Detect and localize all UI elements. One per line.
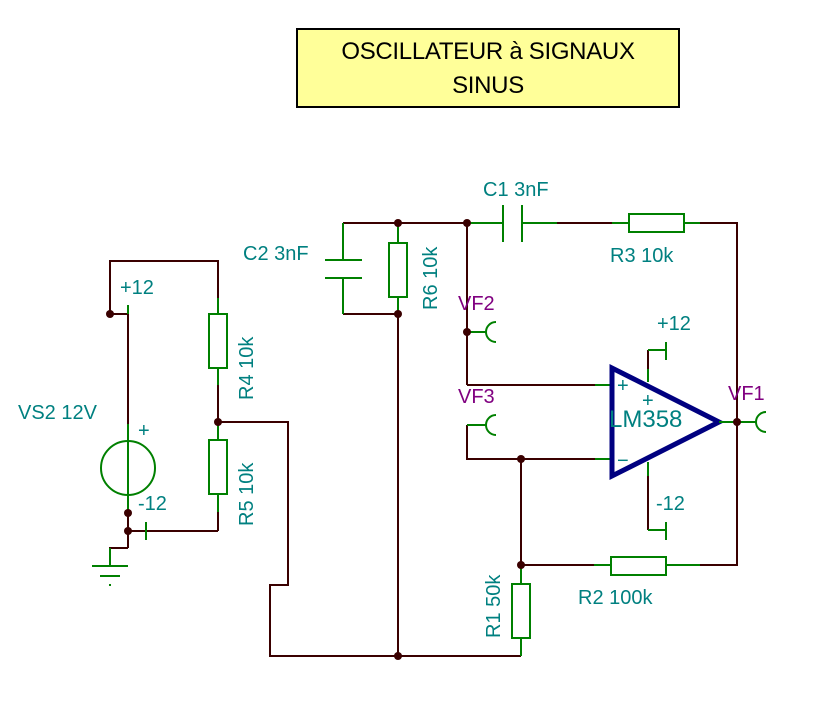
capacitor-c1[interactable]: C1 3nF xyxy=(467,179,557,242)
opamp-plus-input-sign: + xyxy=(617,375,629,397)
resistor-r6[interactable]: R6 10k xyxy=(388,223,442,314)
opamp-label: LM358 xyxy=(609,406,682,433)
junction-node xyxy=(733,418,741,426)
r5-label: R5 10k xyxy=(236,462,258,526)
r2-label: R2 100k xyxy=(578,587,653,609)
junction-node xyxy=(394,219,402,227)
feedback-wires xyxy=(466,425,595,566)
junction-node xyxy=(463,328,471,336)
voltage-source-vs2[interactable]: VS2 12V + +12 -12 xyxy=(18,277,167,515)
opamp-vplus-label: +12 xyxy=(657,313,691,335)
probe-vf2-label: VF2 xyxy=(458,293,495,315)
junction-node xyxy=(517,561,525,569)
junction-node xyxy=(394,652,402,660)
junction-node xyxy=(463,219,471,227)
vs2-plus-pin-label: +12 xyxy=(120,277,154,299)
opamp-supply-plus-sign: + xyxy=(642,390,654,412)
probe-vf2[interactable]: VF2 xyxy=(458,293,497,343)
c1-label: C1 3nF xyxy=(483,179,549,201)
probe-vf1[interactable]: VF1 xyxy=(728,383,767,433)
opamp-minus-input-sign: − xyxy=(617,450,629,472)
opamp-vminus-label: -12 xyxy=(656,493,685,515)
probe-vf3[interactable]: VF3 xyxy=(458,386,497,436)
network-wires xyxy=(343,222,595,657)
opamp-supply-pins: +12 -12 xyxy=(647,313,691,540)
resistor-r4[interactable]: R4 10k xyxy=(208,298,258,400)
vs2-plus-sign: + xyxy=(138,420,150,442)
resistor-r5[interactable]: R5 10k xyxy=(208,422,258,526)
r6-label: R6 10k xyxy=(420,246,442,310)
ground-icon xyxy=(92,548,128,586)
resistor-r3[interactable]: R3 10k xyxy=(610,213,700,267)
junction-nodes xyxy=(106,219,741,660)
r4-label: R4 10k xyxy=(236,336,258,400)
junction-node xyxy=(214,418,222,426)
vs2-label: VS2 12V xyxy=(18,402,98,424)
junction-node xyxy=(517,455,525,463)
r3-label: R3 10k xyxy=(610,245,674,267)
junction-node xyxy=(124,509,132,517)
opamp-lm358[interactable]: + − + LM358 xyxy=(595,363,737,481)
r1-label: R1 50k xyxy=(483,574,505,638)
resistor-r2[interactable]: R2 100k xyxy=(578,556,700,609)
probe-vf3-label: VF3 xyxy=(458,386,495,408)
title-line-1: OSCILLATEUR à SIGNAUX xyxy=(341,38,635,65)
title-line-2: SINUS xyxy=(452,72,524,99)
title-box: OSCILLATEUR à SIGNAUX SINUS xyxy=(296,28,680,108)
probe-vf1-label: VF1 xyxy=(728,383,765,405)
junction-node xyxy=(394,310,402,318)
junction-node xyxy=(124,527,132,535)
resistor-r1[interactable]: R1 50k xyxy=(483,565,531,656)
vs2-minus-pin-label: -12 xyxy=(138,493,167,515)
capacitor-c2[interactable]: C2 3nF xyxy=(243,223,362,314)
c2-label: C2 3nF xyxy=(243,243,309,265)
junction-node xyxy=(106,310,114,318)
